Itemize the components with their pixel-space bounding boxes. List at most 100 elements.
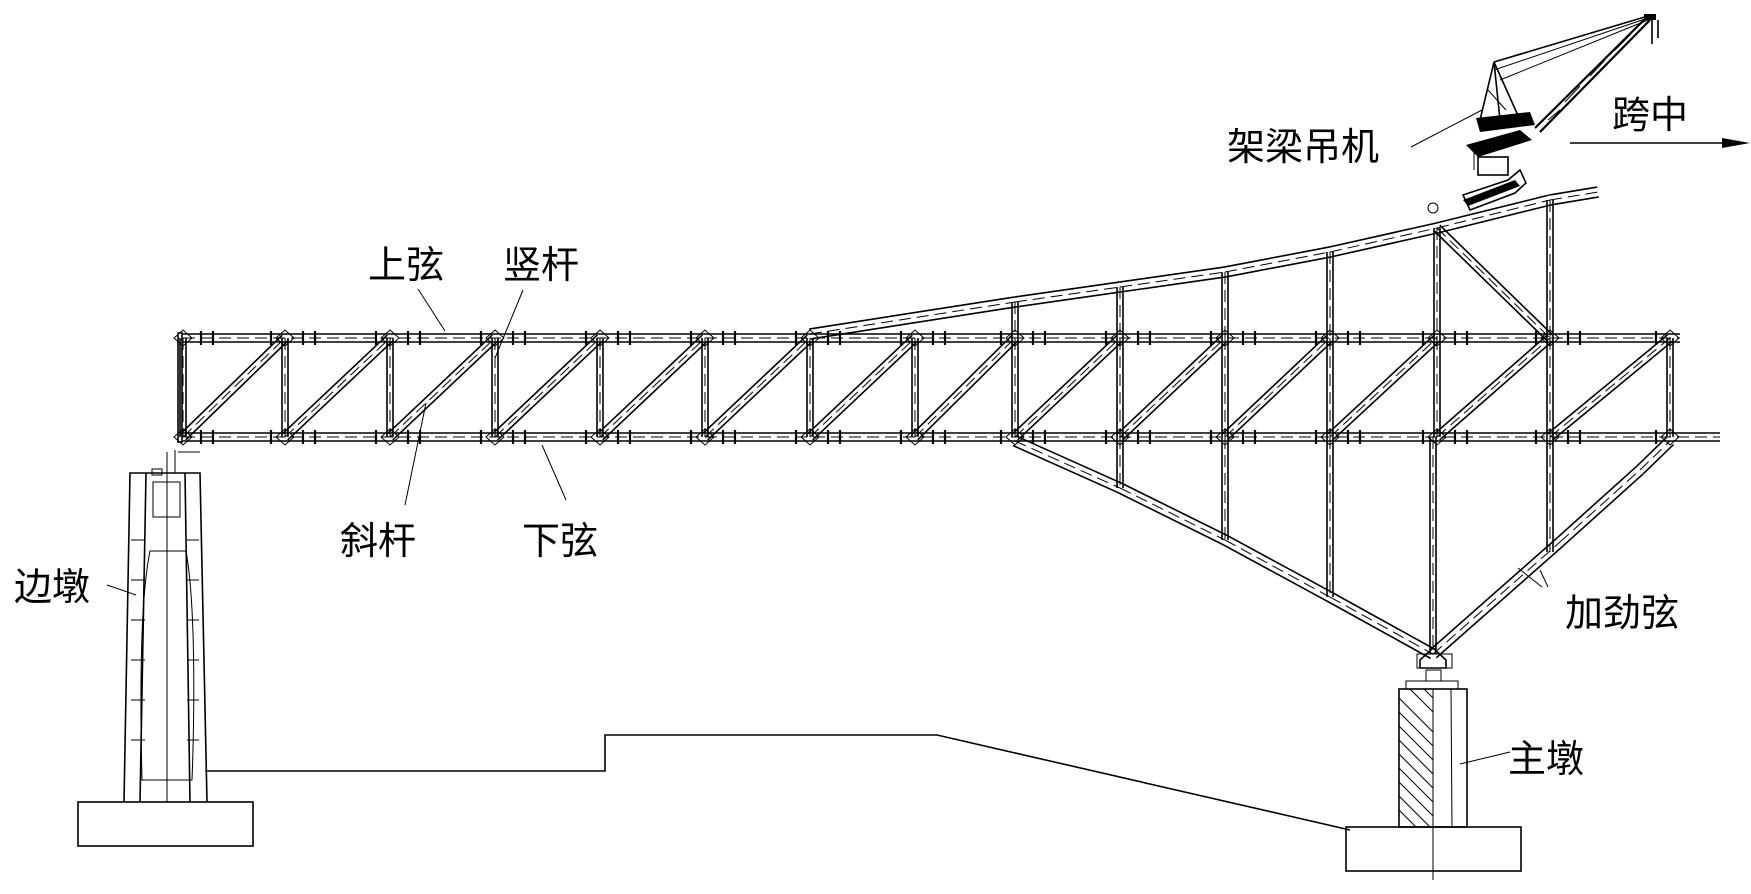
diagonal-member-edge (602, 340, 709, 441)
diagonal-member-centerline (1119, 337, 1226, 438)
diagonal-member-edge (491, 334, 598, 435)
diagonal-member (1326, 334, 1441, 441)
diagonal-member (911, 334, 1019, 441)
upper-stiffening-chord-edge (1014, 281, 1120, 298)
lower-vertical-member (1546, 437, 1554, 552)
upper-stiffening-chord (1014, 281, 1121, 308)
upper-stiffening-chord-centerline (1329, 227, 1438, 253)
upper-stiffening-chord-edge (1015, 291, 1121, 308)
diagonal-member-edge (707, 340, 814, 441)
diagonal-member-centerline (182, 337, 286, 438)
upper-stiffening-chord (1549, 186, 1599, 206)
top-node (590, 329, 610, 347)
diagonal-member-centerline (1224, 337, 1331, 438)
mid-span-direction-arrow (1570, 138, 1750, 148)
vertical-member (1221, 338, 1229, 437)
stiffening-chord-segment-edge (1635, 436, 1668, 467)
diagonal-member-edge (917, 340, 1019, 441)
stiffening-chord-segment-edge (1016, 435, 1123, 485)
diagonal-member-edge (806, 334, 913, 435)
vertical-member (806, 338, 814, 437)
diagonal-member-edge (911, 334, 1013, 435)
diagonal-member-edge (281, 334, 388, 435)
diagonal-member-centerline (1436, 337, 1551, 438)
diagonal-member-edge (1011, 334, 1118, 435)
top-node (173, 329, 193, 347)
vertical-member (386, 338, 394, 437)
diagonal-member-edge (1227, 340, 1334, 441)
diagonal-member (1546, 334, 1674, 441)
label-diagonal-member: 斜杆 (340, 519, 416, 563)
lower-vertical-member (1429, 437, 1437, 654)
diagonal-member-centerline (599, 337, 706, 438)
upper-stiffening-chord-centerline (1436, 199, 1551, 229)
diagonal-member-edge (1116, 334, 1223, 435)
upper-stiffening-chord-edge (810, 306, 1016, 340)
bottom-node (1005, 428, 1025, 446)
upper-stiffening-chord (1435, 194, 1552, 234)
label-mid-span: 跨中 (1612, 93, 1688, 137)
ground-line (205, 734, 1351, 831)
upper-stiffening-chord (1328, 222, 1439, 258)
vertical-member (281, 338, 289, 437)
bottom-node (1660, 428, 1680, 446)
bearing-shoe (1419, 646, 1447, 669)
label-main-pier: 主墩 (1508, 737, 1584, 781)
upper-diagonal-member (1433, 224, 1554, 342)
diagonal-member (701, 334, 814, 441)
stiffening-chord-segment-edge (1012, 444, 1119, 494)
lower-vertical-member (1221, 437, 1229, 540)
diagonal-member-centerline (704, 337, 811, 438)
vertical-member (491, 338, 499, 437)
diagonal-member-edge (287, 340, 394, 441)
side-pier (77, 450, 254, 847)
upper-stiffening-chord-centerline (1549, 191, 1599, 201)
diagonal-member-centerline (1329, 337, 1438, 438)
diagonal-member-edge (1221, 334, 1328, 435)
upper-stiffening-chord-centerline (809, 301, 1016, 335)
top-node (1660, 329, 1680, 347)
stiffening-chord-segment-centerline (1119, 487, 1226, 541)
bottom-node (695, 428, 715, 446)
diagonal-member-centerline (914, 337, 1016, 438)
vertical-member (911, 338, 919, 437)
bottom-node (1427, 428, 1447, 446)
bottom-node (590, 428, 610, 446)
diagonal-member-edge (812, 340, 919, 441)
diagonal-member (1011, 334, 1124, 441)
upper-stiffening-chord-edge (1438, 204, 1552, 234)
upper-stiffening-chord (1223, 246, 1332, 278)
hatching (1398, 688, 1434, 828)
upper-vertical-member (1116, 287, 1124, 338)
stiffening-chord-segment-edge (1642, 444, 1675, 475)
main-pier (1345, 653, 1522, 880)
stiffening-chord-segment-edge (1332, 591, 1436, 651)
bottom-node (275, 428, 295, 446)
upper-stiffening-chord-edge (1550, 196, 1599, 206)
stiffening-chord-segment-edge (1121, 482, 1228, 537)
diagonal-member-centerline (494, 337, 601, 438)
diagonal-member (1116, 334, 1229, 441)
diagonal-member-edge (185, 340, 289, 441)
stiffening-chord-segment (1327, 591, 1436, 660)
diagonal-member-edge (596, 334, 703, 435)
upper-stiffening-chord-edge (1119, 266, 1225, 283)
diagonal-member-edge (1552, 340, 1674, 441)
bottom-chord (183, 432, 1720, 442)
stiffening-chord-segment-edge (1327, 600, 1431, 660)
upper-stiffening-chord-edge (1120, 276, 1226, 293)
label-vertical-member: 竖杆 (503, 243, 579, 287)
vertical-member (1433, 338, 1441, 437)
diagonal-member-centerline (1014, 337, 1121, 438)
bottom-node (485, 428, 505, 446)
diagonal-member-edge (179, 334, 283, 435)
stiffening-chord-segment (1429, 537, 1564, 659)
upper-stiffening-chord (809, 296, 1016, 340)
stiffening-chord-segment (1012, 435, 1123, 494)
bottom-node (380, 428, 400, 446)
top-node (905, 329, 925, 347)
label-erection-crane: 架梁吊机 (1227, 125, 1379, 169)
stiffening-chord-segment (1556, 465, 1644, 547)
diagonal-member-edge (701, 334, 808, 435)
